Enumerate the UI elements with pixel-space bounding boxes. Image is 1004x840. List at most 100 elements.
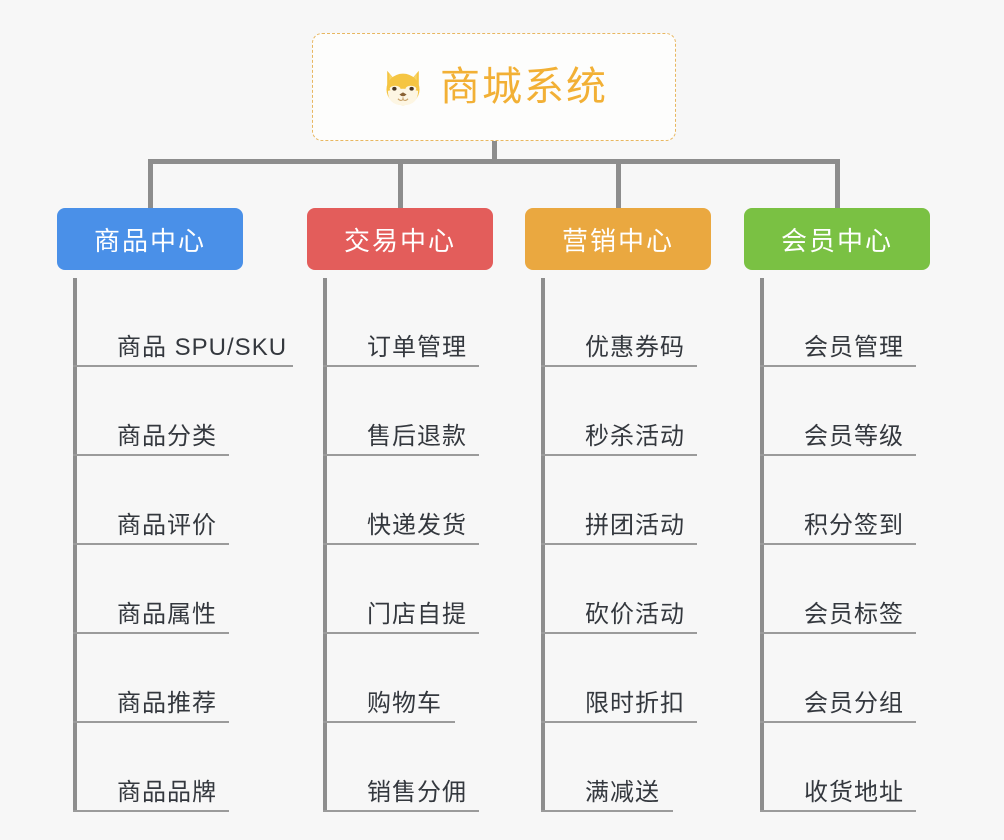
leaf-item[interactable]: 订单管理 bbox=[323, 278, 479, 367]
leaf-item-underline bbox=[323, 365, 479, 367]
leaf-item[interactable]: 会员管理 bbox=[760, 278, 916, 367]
leaf-list-marketing-center: 优惠券码秒杀活动拼团活动砍价活动限时折扣满减送 bbox=[541, 278, 697, 812]
leaf-item-label: 商品推荐 bbox=[117, 689, 217, 717]
leaf-item[interactable]: 商品分类 bbox=[73, 367, 287, 456]
leaf-item[interactable]: 会员标签 bbox=[760, 545, 916, 634]
connector-drop-1 bbox=[148, 159, 153, 209]
leaf-item[interactable]: 销售分佣 bbox=[323, 723, 479, 812]
leaf-item-underline bbox=[760, 810, 916, 812]
leaf-list-product-center: 商品 SPU/SKU 商品分类商品评价商品属性商品推荐商品品牌 bbox=[73, 278, 293, 812]
leaf-item-label: 购物车 bbox=[367, 689, 442, 717]
category-column-member-center: 会员中心会员管理会员等级积分签到会员标签会员分组收货地址 bbox=[744, 208, 930, 812]
connector-drop-3 bbox=[616, 159, 621, 209]
leaf-item-underline bbox=[541, 454, 697, 456]
leaf-item-underline bbox=[760, 365, 916, 367]
leaf-item-underline bbox=[760, 454, 916, 456]
category-header-marketing-center[interactable]: 营销中心 bbox=[525, 208, 711, 270]
leaf-item[interactable]: 门店自提 bbox=[323, 545, 479, 634]
leaf-item-label: 商品 SPU/SKU bbox=[117, 333, 288, 361]
leaf-item-underline bbox=[323, 454, 479, 456]
category-column-marketing-center: 营销中心优惠券码秒杀活动拼团活动砍价活动限时折扣满减送 bbox=[525, 208, 711, 812]
root-title: 商城系统 bbox=[440, 65, 608, 109]
leaf-item[interactable]: 商品属性 bbox=[73, 545, 287, 634]
leaf-item-label: 会员标签 bbox=[804, 600, 904, 628]
shiba-dog-face-icon bbox=[380, 65, 426, 111]
leaf-item-underline bbox=[73, 721, 229, 723]
connector-root-stem bbox=[492, 141, 497, 163]
leaf-item-underline bbox=[541, 810, 673, 812]
category-header-label: 商品中心 bbox=[93, 225, 206, 256]
leaf-item[interactable]: 商品 SPU/SKU bbox=[73, 278, 293, 367]
leaf-item-underline bbox=[541, 632, 697, 634]
leaf-item-label: 会员管理 bbox=[804, 333, 904, 361]
leaf-item-underline bbox=[760, 721, 916, 723]
leaf-item-label: 限时折扣 bbox=[585, 689, 685, 717]
leaf-item-underline bbox=[323, 721, 455, 723]
leaf-item[interactable]: 售后退款 bbox=[323, 367, 479, 456]
leaf-item-label: 满减送 bbox=[585, 778, 660, 806]
leaf-item-underline bbox=[760, 543, 916, 545]
leaf-item-label: 售后退款 bbox=[367, 422, 467, 450]
category-column-trade-center: 交易中心订单管理售后退款快递发货门店自提购物车销售分佣 bbox=[307, 208, 493, 812]
leaf-item-label: 拼团活动 bbox=[585, 511, 685, 539]
category-header-trade-center[interactable]: 交易中心 bbox=[307, 208, 493, 270]
leaf-item-label: 商品属性 bbox=[117, 600, 217, 628]
category-header-product-center[interactable]: 商品中心 bbox=[57, 208, 243, 270]
category-spine-member-center bbox=[760, 278, 764, 812]
leaf-list-trade-center: 订单管理售后退款快递发货门店自提购物车销售分佣 bbox=[323, 278, 479, 812]
leaf-item-label: 商品分类 bbox=[117, 422, 217, 450]
leaf-item-underline bbox=[541, 365, 697, 367]
leaf-item-underline bbox=[73, 632, 229, 634]
leaf-item[interactable]: 收货地址 bbox=[760, 723, 916, 812]
leaf-item-label: 销售分佣 bbox=[367, 778, 467, 806]
leaf-item[interactable]: 满减送 bbox=[541, 723, 685, 812]
leaf-item-label: 快递发货 bbox=[367, 511, 467, 539]
leaf-item[interactable]: 拼团活动 bbox=[541, 456, 697, 545]
leaf-item-label: 商品品牌 bbox=[117, 778, 217, 806]
leaf-item-label: 门店自提 bbox=[367, 600, 467, 628]
leaf-item[interactable]: 积分签到 bbox=[760, 456, 916, 545]
category-column-product-center: 商品中心商品 SPU/SKU 商品分类商品评价商品属性商品推荐商品品牌 bbox=[57, 208, 293, 812]
category-header-label: 营销中心 bbox=[561, 225, 674, 256]
leaf-item[interactable]: 商品评价 bbox=[73, 456, 287, 545]
leaf-item[interactable]: 秒杀活动 bbox=[541, 367, 697, 456]
category-spine-trade-center bbox=[323, 278, 327, 812]
leaf-item[interactable]: 商品品牌 bbox=[73, 723, 287, 812]
leaf-item-underline bbox=[323, 632, 479, 634]
leaf-item-label: 优惠券码 bbox=[585, 333, 685, 361]
leaf-item-label: 商品评价 bbox=[117, 511, 217, 539]
leaf-item[interactable]: 购物车 bbox=[323, 634, 467, 723]
leaf-item-label: 会员等级 bbox=[804, 422, 904, 450]
leaf-item-label: 积分签到 bbox=[804, 511, 904, 539]
category-header-member-center[interactable]: 会员中心 bbox=[744, 208, 930, 270]
leaf-item-underline bbox=[73, 454, 229, 456]
category-header-label: 交易中心 bbox=[343, 225, 456, 256]
leaf-item-underline bbox=[73, 543, 229, 545]
leaf-item-label: 砍价活动 bbox=[585, 600, 685, 628]
leaf-item[interactable]: 会员等级 bbox=[760, 367, 916, 456]
leaf-item[interactable]: 砍价活动 bbox=[541, 545, 697, 634]
leaf-item-label: 订单管理 bbox=[367, 333, 467, 361]
connector-drop-2 bbox=[398, 159, 403, 209]
leaf-item-underline bbox=[323, 810, 479, 812]
category-header-label: 会员中心 bbox=[780, 225, 893, 256]
leaf-item-underline bbox=[73, 810, 229, 812]
leaf-list-member-center: 会员管理会员等级积分签到会员标签会员分组收货地址 bbox=[760, 278, 916, 812]
leaf-item-underline bbox=[73, 365, 293, 367]
leaf-item-underline bbox=[323, 543, 479, 545]
root-node[interactable]: 商城系统 bbox=[312, 33, 676, 141]
leaf-item[interactable]: 会员分组 bbox=[760, 634, 916, 723]
leaf-item-underline bbox=[541, 543, 697, 545]
leaf-item[interactable]: 快递发货 bbox=[323, 456, 479, 545]
leaf-item-label: 秒杀活动 bbox=[585, 422, 685, 450]
leaf-item-label: 会员分组 bbox=[804, 689, 904, 717]
leaf-item-underline bbox=[760, 632, 916, 634]
leaf-item-label: 收货地址 bbox=[804, 778, 904, 806]
category-spine-product-center bbox=[73, 278, 77, 812]
connector-horizontal-bar bbox=[148, 159, 840, 164]
leaf-item[interactable]: 商品推荐 bbox=[73, 634, 287, 723]
leaf-item[interactable]: 优惠券码 bbox=[541, 278, 697, 367]
connector-drop-4 bbox=[835, 159, 840, 209]
leaf-item[interactable]: 限时折扣 bbox=[541, 634, 697, 723]
